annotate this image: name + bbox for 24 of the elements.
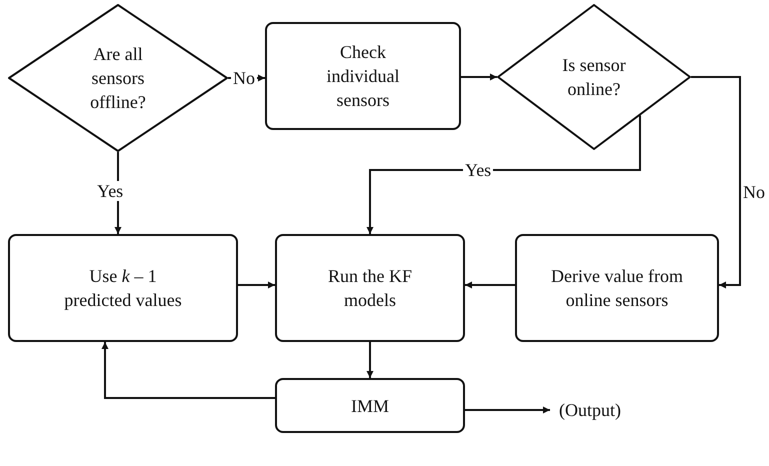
process-box <box>515 234 719 342</box>
arrow <box>465 282 515 288</box>
output-label: (Output) <box>550 398 630 422</box>
node-text: Check individual sensors <box>326 41 400 112</box>
arrow <box>102 342 275 399</box>
node-text: Run the KF models <box>326 265 413 312</box>
node-text: IMM <box>350 394 390 418</box>
process-box <box>275 234 465 342</box>
arrow <box>461 74 497 80</box>
arrow <box>366 115 641 234</box>
edge-label: Yes <box>95 181 126 201</box>
node-text: Use k – 1 predicted values <box>63 265 183 312</box>
arrow <box>465 406 550 414</box>
node-text: Is sensor online? <box>561 54 627 101</box>
arrow <box>691 76 741 288</box>
decision-diamond <box>8 4 228 152</box>
process-box <box>265 22 461 130</box>
process-box <box>8 234 238 342</box>
arrow <box>366 342 374 378</box>
process-box <box>275 378 465 433</box>
node-text: Derive value from online sensors <box>550 265 684 312</box>
arrow <box>238 282 275 288</box>
node-text: Are all sensors offline? <box>89 43 147 114</box>
decision-diamond <box>497 4 691 150</box>
